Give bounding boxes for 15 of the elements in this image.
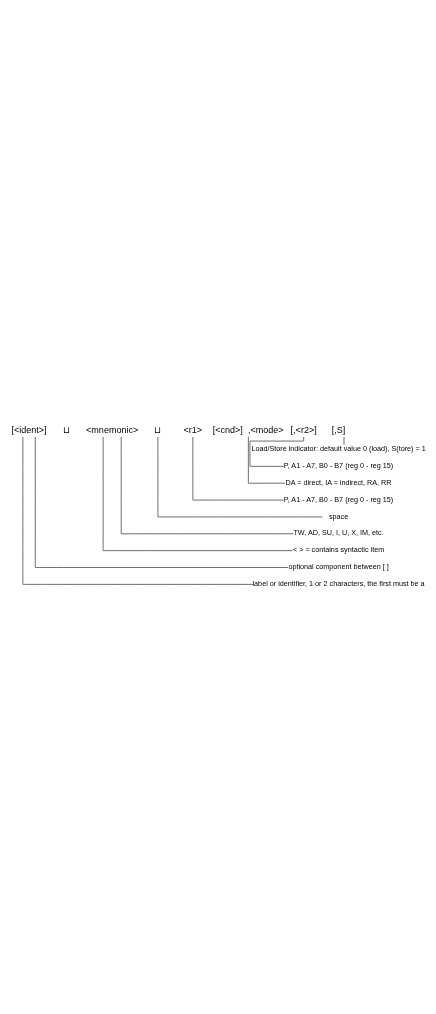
node-text: <r1> xyxy=(183,425,203,436)
node-text: ⊔ xyxy=(154,425,162,436)
connector xyxy=(34,436,289,568)
node-text: [<cnd>] xyxy=(212,425,243,436)
connector xyxy=(102,436,293,551)
connector xyxy=(120,436,294,535)
connector xyxy=(248,436,286,484)
node-text: [,<r2>] xyxy=(290,425,317,436)
node-text: [,S] xyxy=(331,425,346,436)
node-text: ⊔ xyxy=(62,425,70,436)
connector xyxy=(22,436,254,585)
node-text: <mnemonic> xyxy=(86,425,139,436)
node-text: [<ident>] xyxy=(11,425,47,436)
connector xyxy=(249,436,305,467)
node-text: ,<mode> xyxy=(247,425,284,436)
